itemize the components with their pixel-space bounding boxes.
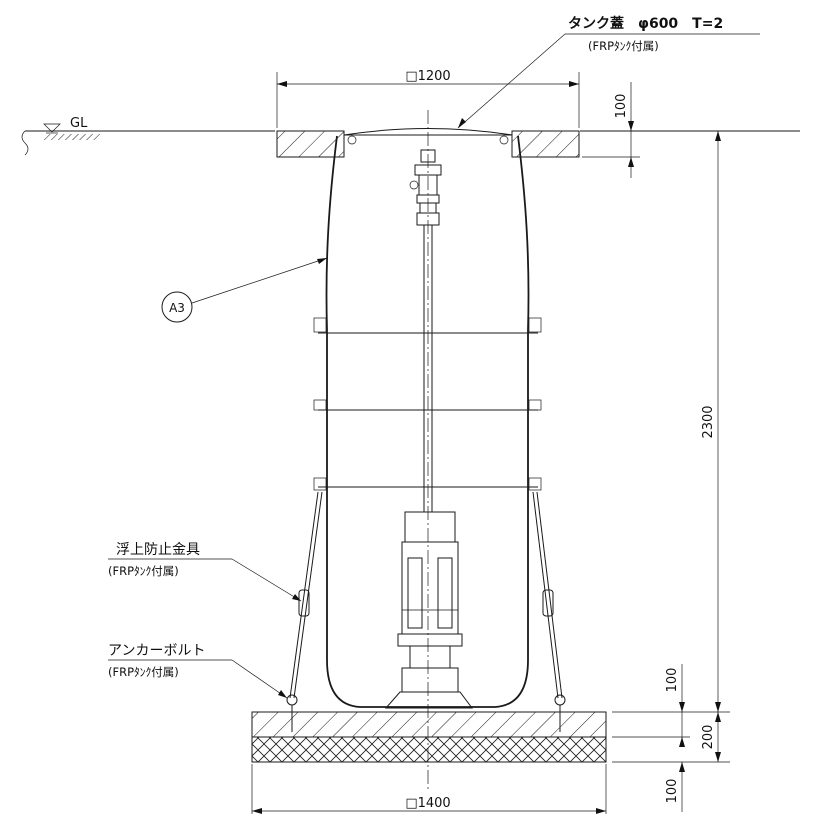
- dim-top-100: 100: [582, 82, 640, 178]
- anchor-bolt-callout: アンカーボルト (FRPﾀﾝｸ付属): [108, 643, 288, 699]
- dim-bottom-100: 100: [665, 762, 685, 812]
- dim-base-width: □1400: [251, 764, 607, 814]
- frp-tank: [313, 135, 542, 708]
- base-width-label: □1400: [405, 796, 450, 811]
- lid-callout: タンク蓋 φ600 T=2 (FRPﾀﾝｸ付属): [457, 15, 760, 129]
- top-slab: [276, 130, 580, 158]
- tank-ref-label: A3: [169, 301, 185, 315]
- anchor-bolt-note: (FRPﾀﾝｸ付属): [108, 665, 179, 679]
- dim-base-200: 200: [612, 712, 730, 763]
- top-100-label: 100: [614, 94, 629, 119]
- discharge-pipe: [409, 110, 442, 790]
- float-fitting-note: (FRPﾀﾝｸ付属): [108, 564, 179, 578]
- dim-top-width: □1200: [276, 69, 580, 128]
- base-200-label: 200: [701, 725, 716, 750]
- tank-ref-callout: A3: [161, 257, 328, 323]
- bottom-100-label: 100: [665, 779, 680, 804]
- anchor-bolt-label: アンカーボルト: [108, 643, 205, 659]
- dim-height: 2300: [612, 130, 730, 713]
- hold-down-rods: [286, 491, 566, 732]
- height-2300-label: 2300: [701, 405, 716, 438]
- dim-base-100: 100: [612, 664, 690, 747]
- top-width-label: □1200: [405, 69, 450, 84]
- float-fitting-label: 浮上防止金具: [116, 542, 200, 558]
- gl-label: GL: [70, 116, 88, 131]
- base-slab: [251, 711, 607, 763]
- lid-title: タンク蓋 φ600 T=2: [568, 15, 723, 32]
- submersible-pump: [384, 511, 473, 709]
- base-100-label: 100: [665, 668, 680, 693]
- lid-note: (FRPﾀﾝｸ付属): [588, 39, 659, 53]
- float-fitting-callout: 浮上防止金具 (FRPﾀﾝｸ付属): [108, 542, 302, 602]
